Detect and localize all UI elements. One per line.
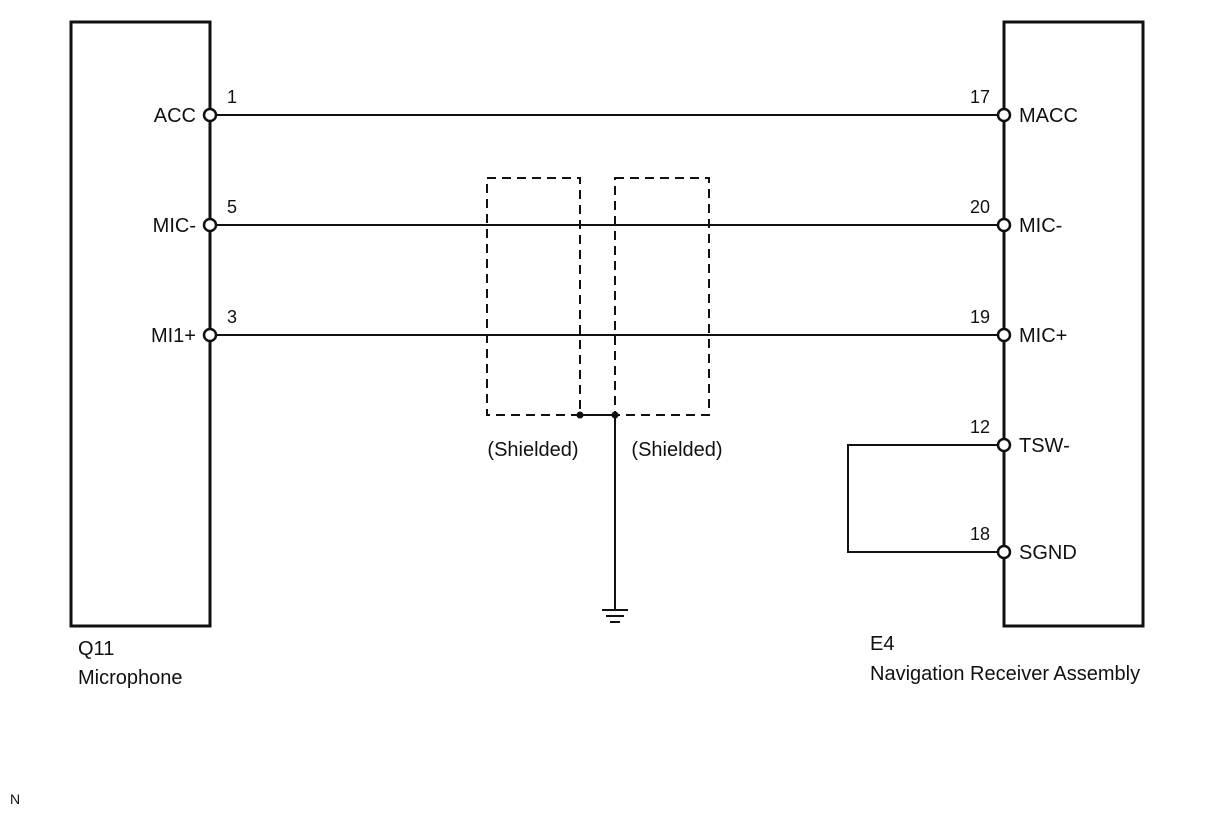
- pin-number: 17: [970, 87, 990, 107]
- pin-number: 20: [970, 197, 990, 217]
- pin-number: 5: [227, 197, 237, 217]
- pin-label: TSW-: [1019, 435, 1070, 457]
- component-id: Q11: [78, 638, 114, 660]
- pin-label: MIC+: [1019, 325, 1067, 347]
- pin-label: MIC-: [153, 215, 196, 237]
- terminal-icon: [996, 107, 1012, 123]
- shield-box-1: [486, 177, 581, 416]
- corner-mark: N: [10, 791, 20, 807]
- pin-number: 1: [227, 87, 237, 107]
- pin-label: ACC: [154, 105, 196, 127]
- pin-number: 12: [970, 417, 990, 437]
- shield-label: (Shielded): [631, 439, 722, 461]
- terminal-icon: [202, 327, 218, 343]
- microphone-box: [69, 20, 212, 628]
- pin-label: MIC-: [1019, 215, 1062, 237]
- wire-tsw-sgnd-jumper: [847, 444, 998, 553]
- component-name: Navigation Receiver Assembly: [870, 663, 1140, 685]
- terminal-icon: [996, 327, 1012, 343]
- pin-label: MACC: [1019, 105, 1078, 127]
- pin-number: 3: [227, 307, 237, 327]
- component-name: Microphone: [78, 667, 183, 689]
- terminal-icon: [202, 107, 218, 123]
- pin-label: SGND: [1019, 542, 1077, 564]
- terminal-icon: [996, 437, 1012, 453]
- ground-icon: [602, 609, 628, 623]
- shield-label: (Shielded): [487, 439, 578, 461]
- receiver-box: [1002, 20, 1145, 628]
- terminal-icon: [202, 217, 218, 233]
- shield-junction-dot: [576, 411, 584, 419]
- terminal-icon: [996, 217, 1012, 233]
- pin-label: MI1+: [151, 325, 196, 347]
- terminal-icon: [996, 544, 1012, 560]
- pin-number: 19: [970, 307, 990, 327]
- component-id: E4: [870, 633, 894, 655]
- shield-box-2: [614, 177, 710, 416]
- pin-number: 18: [970, 524, 990, 544]
